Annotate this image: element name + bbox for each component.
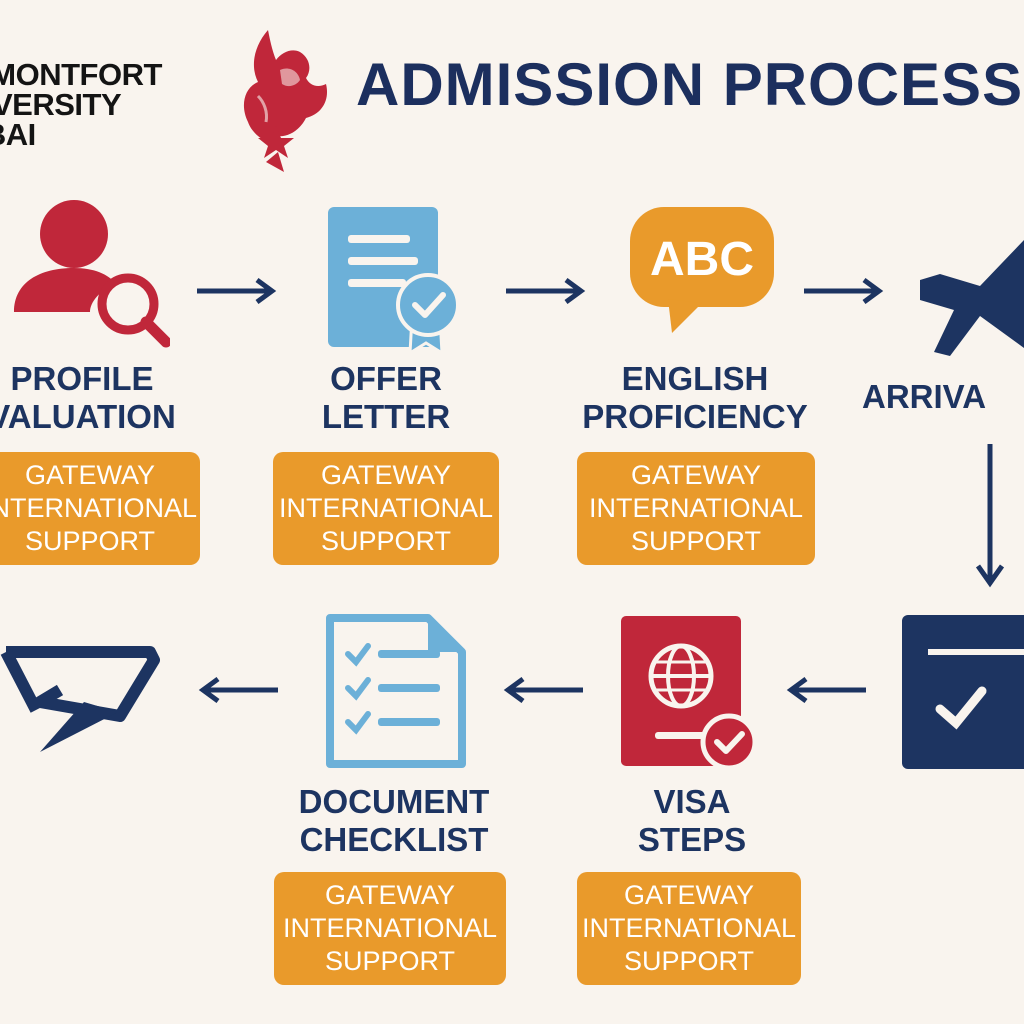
arrow-left-1 <box>786 677 868 703</box>
step-label-visa-steps: VISA STEPS <box>637 783 747 858</box>
gateway-support-badge: GATEWAY INTERNATIONAL SUPPORT <box>577 452 815 565</box>
offer-letter-icon <box>326 205 466 355</box>
gateway-support-badge: GATEWAY INTERNATIONAL SUPPORT <box>0 452 200 565</box>
lion-crest-icon <box>236 26 336 174</box>
speech-bubble-abc-icon: ABC <box>628 205 778 335</box>
step-label-profile-evaluation: PROFILE VALUATION <box>0 360 176 435</box>
calendar-check-icon <box>902 615 1024 770</box>
gateway-support-badge: GATEWAY INTERNATIONAL SUPPORT <box>273 452 499 565</box>
checklist-icon <box>324 614 466 770</box>
arrow-left-3 <box>198 677 280 703</box>
gateway-support-badge: GATEWAY INTERNATIONAL SUPPORT <box>577 872 801 985</box>
plane-ticket-icon <box>0 640 160 756</box>
page-title: ADMISSION PROCESS <box>356 51 1024 118</box>
arrow-right-1 <box>195 278 277 304</box>
step-label-offer-letter: OFFER LETTER <box>321 360 451 435</box>
abc-text: ABC <box>650 233 754 286</box>
arrow-down <box>976 442 1004 588</box>
arrow-right-3 <box>802 278 884 304</box>
arrow-left-2 <box>503 677 585 703</box>
step-label-arrival: ARRIVA <box>862 378 987 415</box>
step-label-english-proficiency: ENGLISH PROFICIENCY <box>582 360 808 435</box>
university-logo-text: E MONTFORT NIVERSITY UBAI <box>0 57 162 152</box>
profile-search-icon <box>10 198 170 348</box>
gateway-support-badge: GATEWAY INTERNATIONAL SUPPORT <box>274 872 506 985</box>
arrow-right-2 <box>504 278 586 304</box>
passport-icon <box>621 614 761 774</box>
airplane-icon <box>920 228 1024 358</box>
step-label-document-checklist: DOCUMENT CHECKLIST <box>298 783 490 858</box>
